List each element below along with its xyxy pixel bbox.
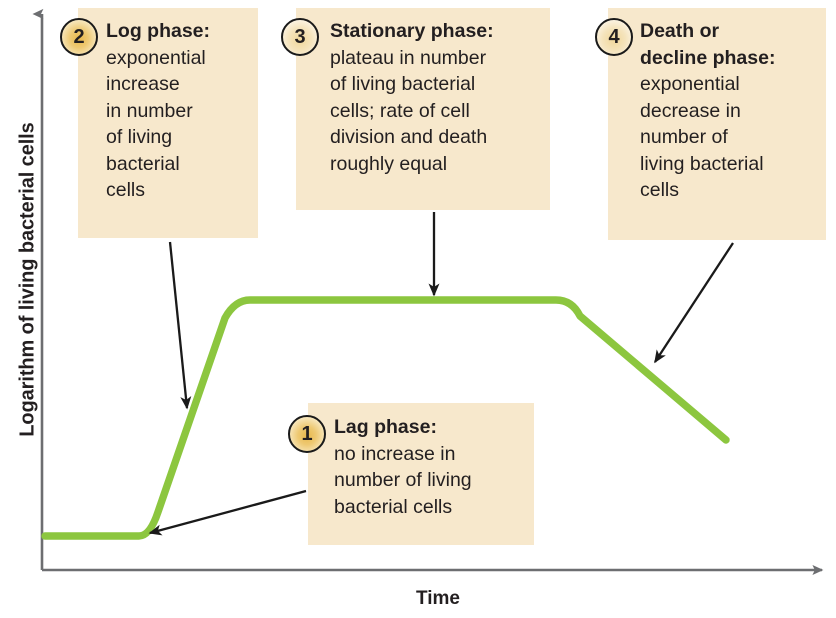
callout-line-2-3: of living — [106, 126, 173, 148]
callout-badge-2: 2 — [60, 18, 98, 56]
callout-title-3: Stationary phase: — [330, 20, 494, 42]
callout-text-log-phase: Log phase: exponential increase in numbe… — [106, 18, 256, 204]
callout-line-3-4: roughly equal — [330, 152, 448, 175]
callout-box-stationary-phase — [296, 8, 550, 210]
callout-line-4-2: number of — [640, 126, 728, 148]
callout-line-4-4: cells — [640, 179, 680, 201]
callout-line-3-1: of living bacterial — [330, 73, 476, 95]
callout-line-4-3: living bacterial — [640, 152, 764, 175]
callout-title-2: Log phase: — [106, 20, 211, 42]
callout-line-4-1: decrease in — [640, 99, 741, 122]
leader-line-callout-2 — [168, 241, 192, 410]
callout-title-1: Lag phase: — [334, 416, 437, 438]
callout-line-3-0: plateau in number — [330, 46, 487, 69]
callout-text-death-phase: Death or decline phase: exponential decr… — [640, 18, 830, 204]
callout-line-1-1: number of living — [334, 469, 472, 491]
leader-line-callout-1 — [148, 489, 307, 536]
callout-line-1-0: no increase in — [334, 442, 456, 465]
callout-box-log-phase — [78, 8, 258, 238]
leader-line-callout-4 — [654, 242, 734, 364]
callout-text-stationary-phase: Stationary phase: plateau in number of l… — [330, 18, 555, 177]
callout-line-2-1: increase — [106, 73, 180, 95]
callout-line-2-4: bacterial — [106, 152, 180, 175]
callout-line-2-0: exponential — [106, 46, 206, 69]
callout-line-4-0: exponential — [640, 73, 740, 95]
callout-line-3-2: cells; rate of cell — [330, 99, 470, 122]
callout-box-death-phase — [608, 8, 826, 240]
callout-line-1-2: bacterial cells — [334, 495, 453, 518]
callout-badge-1: 1 — [288, 415, 326, 453]
callout-line-2-2: in number — [106, 99, 193, 122]
growth-curve-path — [41, 296, 730, 540]
callout-text-lag-phase: Lag phase: no increase in number of livi… — [334, 414, 534, 520]
x-axis-label: Time — [415, 588, 460, 609]
callout-line-2-5: cells — [106, 179, 146, 201]
y-axis-label: Logarithm of living bacterial cells — [16, 122, 39, 437]
callout-line-3-3: division and death — [330, 126, 488, 148]
callout-badge-4: 4 — [595, 18, 633, 56]
callout-title-4-0: Death or — [640, 20, 720, 42]
callout-badge-3: 3 — [281, 18, 319, 56]
callout-box-lag-phase — [308, 403, 534, 545]
callout-title-4-1: decline phase: — [640, 46, 776, 69]
